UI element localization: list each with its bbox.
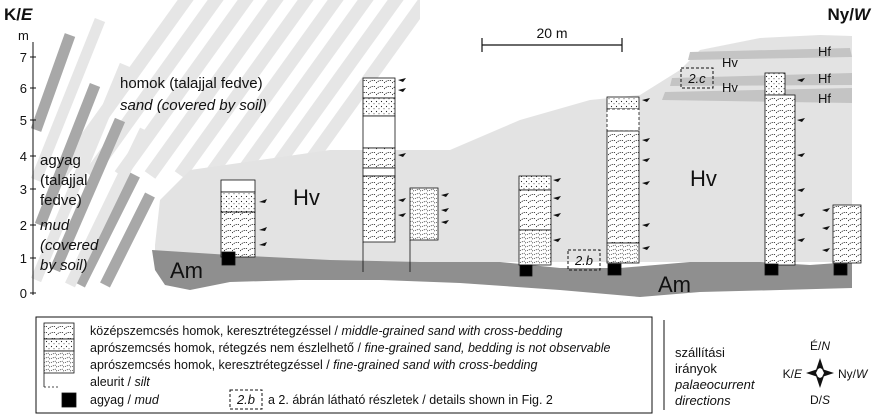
section-column-6: [764, 72, 796, 276]
legend-details-text: a 2. ábrán látható részletek / details s…: [268, 393, 553, 407]
legend-details-box: [229, 389, 263, 410]
y-tick-label: 2: [20, 218, 27, 233]
y-tick-label: 4: [20, 149, 27, 164]
legend-item-5: agyag / mud: [90, 393, 160, 407]
callout-2c-box: [680, 67, 714, 89]
soil-cover-stripes: [30, 0, 420, 288]
svg-text:fedve): fedve): [40, 192, 82, 209]
y-tick-label: 6: [20, 81, 27, 96]
y-axis: [30, 42, 36, 295]
svg-text:mud: mud: [40, 217, 70, 234]
unit-hf-label: Hf: [818, 71, 831, 86]
palaeocurrent-legend: szállítási irányok palaeocurrent directi…: [674, 345, 756, 408]
legend-item-1: középszemcsés homok, keresztrétegzéssel …: [90, 324, 563, 338]
y-axis-unit: m: [18, 28, 29, 43]
corner-left-label: K/E: [4, 5, 33, 24]
compass-west: K/E: [783, 367, 803, 381]
am-mud-base: [152, 250, 852, 297]
svg-text:by soil): by soil): [40, 257, 88, 274]
y-tick-label: 0: [20, 286, 27, 301]
legend-item-3: aprószemcsés homok, keresztrétegzéssel /…: [90, 358, 537, 372]
unit-hv-label: Hv: [293, 185, 320, 210]
sand-label-en: sand (covered by soil): [120, 97, 267, 114]
callout-2c-label: 2.c: [687, 71, 706, 86]
unit-hf-label: Hf: [818, 91, 831, 106]
svg-text:irányok: irányok: [675, 361, 717, 376]
scale-bar: [481, 38, 623, 52]
unit-am-label: Am: [170, 258, 203, 283]
legend-item-2: aprószemcsés homok, rétegzés nem észlelh…: [90, 341, 610, 355]
section-column-2: [362, 77, 396, 272]
y-tick-label: 3: [20, 182, 27, 197]
compass-icon: [806, 358, 834, 388]
sand-label-hu: homok (talajjal fedve): [120, 75, 263, 92]
legend-details-box-label: 2.b: [236, 392, 255, 407]
section-column-3: [409, 187, 439, 272]
section-column-1: [220, 179, 256, 266]
compass-east: Ny/W: [838, 367, 869, 381]
callout-2b-label: 2.b: [574, 253, 593, 268]
scale-bar-label: 20 m: [536, 25, 567, 41]
section-column-7: [832, 204, 862, 276]
svg-text:palaeocurrent: palaeocurrent: [674, 377, 756, 392]
legend-swatches: [43, 322, 77, 408]
svg-text:szállítási: szállítási: [675, 345, 725, 360]
svg-text:agyag: agyag: [40, 152, 81, 169]
svg-text:(talajjal: (talajjal: [40, 172, 88, 189]
palaeocurrent-arrows: [259, 78, 830, 252]
svg-text:directions: directions: [675, 393, 731, 408]
callout-2b-box: [567, 249, 601, 271]
y-tick-label: 1: [20, 251, 27, 266]
svg-text:(covered: (covered: [40, 237, 99, 254]
compass-north: É/N: [810, 338, 830, 353]
mud-label: agyag (talajjal fedve) mud (covered by s…: [40, 152, 99, 274]
section-column-5: [606, 96, 640, 276]
section-column-4: [518, 175, 552, 277]
compass-south: D/S: [810, 393, 830, 407]
corner-right-label: Ny/W: [827, 5, 871, 24]
unit-hf-label: Hf: [818, 44, 831, 59]
unit-hv-label: Hv: [722, 80, 738, 95]
unit-hv-label: Hv: [690, 166, 717, 191]
legend-item-4: aleurit / silt: [90, 375, 150, 389]
unit-am-label: Am: [658, 272, 691, 297]
y-tick-label: 5: [20, 113, 27, 128]
unit-hv-label: Hv: [722, 55, 738, 70]
y-tick-label: 7: [20, 50, 27, 65]
hf-bands: [662, 48, 852, 103]
legend-box: [35, 316, 653, 414]
